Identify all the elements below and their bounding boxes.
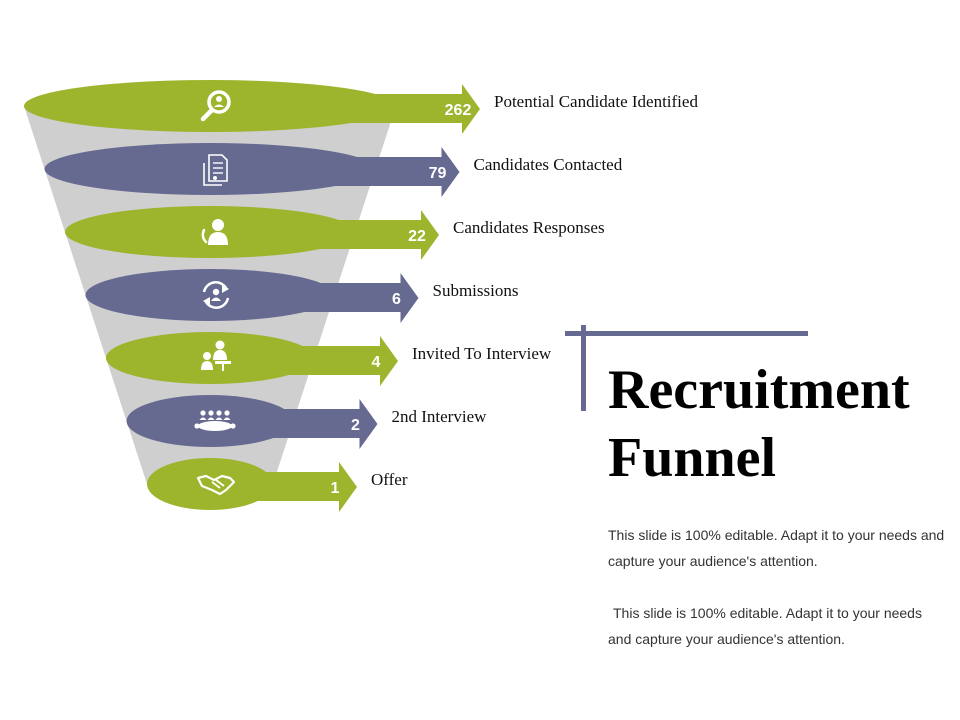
stage-count: 6	[392, 291, 401, 308]
title-line-2: Funnel	[608, 427, 777, 489]
funnel-stage: 22	[65, 206, 439, 260]
search-person-icon	[200, 90, 231, 122]
stage-ellipse	[147, 458, 273, 510]
meeting-table-icon	[194, 410, 236, 431]
stage-label: Offer	[371, 470, 408, 489]
stage-ellipse	[85, 269, 335, 321]
stage-label: Invited To Interview	[412, 344, 552, 363]
stage-count: 262	[445, 102, 472, 119]
description-paragraph-2: This slide is 100% editable. Adapt it to…	[608, 605, 922, 647]
stage-ellipse	[65, 206, 355, 258]
funnel-stage: 262	[24, 80, 480, 134]
slide-title: Recruitment Funnel	[608, 356, 910, 492]
funnel-stage: 6	[85, 269, 419, 323]
title-accent-line-vertical	[581, 325, 586, 411]
stage-count: 1	[331, 480, 340, 497]
funnel-stage: 2	[126, 395, 378, 449]
funnel-stage: 4	[106, 332, 398, 386]
refresh-person-icon	[202, 281, 230, 309]
stage-count: 4	[372, 354, 381, 371]
stage-label: 2nd Interview	[391, 407, 487, 426]
stage-label: Submissions	[432, 281, 519, 300]
stage-label: Candidates Contacted	[473, 155, 623, 174]
title-line-1: Recruitment	[608, 359, 910, 421]
stage-ellipse	[126, 395, 294, 447]
funnel-stage: 1	[147, 458, 357, 512]
stage-count: 22	[408, 228, 426, 245]
interview-icon	[201, 340, 231, 371]
title-accent-line-horizontal	[565, 331, 808, 336]
stage-arrow	[244, 462, 357, 512]
stage-count: 2	[351, 417, 360, 434]
stage-label: Candidates Responses	[453, 218, 605, 237]
document-icon	[203, 154, 228, 186]
description-paragraph-1: This slide is 100% editable. Adapt it to…	[608, 527, 945, 569]
handshake-icon	[196, 474, 236, 496]
funnel-stage: 79	[44, 143, 460, 197]
stage-count: 79	[429, 165, 447, 182]
person-phone-icon	[201, 219, 228, 245]
stage-label: Potential Candidate Identified	[494, 92, 698, 111]
stage-ellipse	[44, 143, 376, 195]
